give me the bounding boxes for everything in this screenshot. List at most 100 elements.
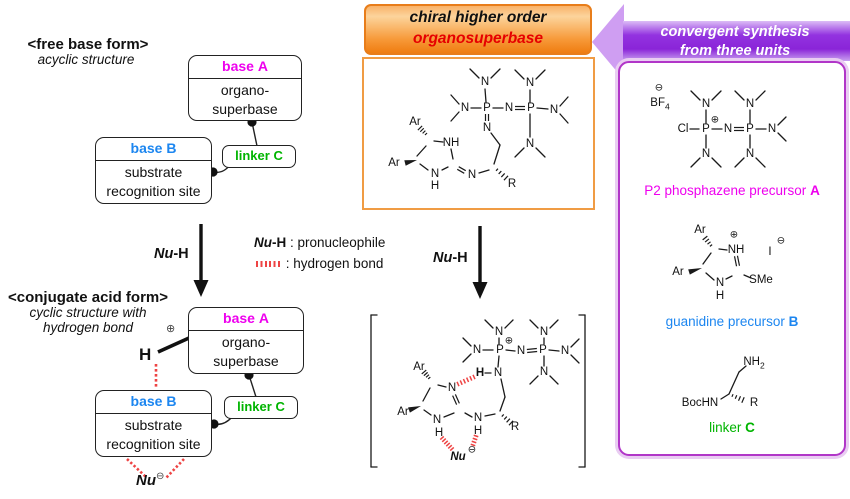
svg-text:N: N bbox=[550, 104, 558, 116]
svg-text:P: P bbox=[539, 344, 547, 356]
center-arrow-label: Nu-H bbox=[433, 250, 468, 266]
svg-text:P: P bbox=[527, 102, 535, 114]
arrow-head bbox=[592, 4, 624, 80]
svg-text:P: P bbox=[746, 123, 754, 135]
svg-text:⊖: ⊖ bbox=[777, 236, 785, 247]
svg-text:⊕: ⊕ bbox=[730, 230, 738, 241]
base-b-header: base B bbox=[96, 138, 211, 161]
svg-text:R: R bbox=[511, 421, 519, 433]
proton-bond bbox=[157, 336, 190, 354]
svg-text:P: P bbox=[496, 344, 504, 356]
svg-text:Ar: Ar bbox=[413, 361, 425, 373]
svg-text:N: N bbox=[724, 123, 732, 135]
svg-text:N: N bbox=[702, 98, 710, 110]
conj-base-a-box: base A organo-superbase bbox=[188, 307, 304, 374]
free-base-subheading: acyclic structure bbox=[37, 52, 135, 67]
svg-text:N: N bbox=[526, 138, 534, 150]
svg-text:⊖: ⊖ bbox=[468, 445, 476, 456]
left-down-arrow bbox=[193, 224, 209, 297]
svg-text:BF4: BF4 bbox=[650, 97, 670, 112]
svg-text:⊕: ⊕ bbox=[505, 336, 513, 347]
svg-text:BocHN: BocHN bbox=[682, 397, 718, 409]
plus-charge: ⊕ bbox=[166, 323, 176, 335]
svg-text:N: N bbox=[526, 77, 534, 89]
svg-text:N: N bbox=[517, 345, 525, 357]
synthesis-arrow-line2: from three units bbox=[679, 43, 791, 59]
header-line2: organosuperbase bbox=[412, 30, 544, 47]
organosuperbase-header: chiral higher order organosuperbase bbox=[364, 4, 592, 55]
svg-text:P: P bbox=[483, 102, 491, 114]
center-down-arrow bbox=[472, 226, 488, 299]
svg-text:N: N bbox=[448, 382, 456, 394]
svg-text:N: N bbox=[561, 345, 569, 357]
three-units-panel bbox=[618, 61, 846, 456]
svg-text:N: N bbox=[746, 148, 754, 160]
base-a-body: organo-superbase bbox=[213, 334, 279, 369]
svg-text:N: N bbox=[505, 102, 513, 114]
svg-text:I: I bbox=[768, 246, 771, 258]
svg-text:Ar: Ar bbox=[694, 224, 706, 236]
svg-text:NH2: NH2 bbox=[743, 356, 765, 371]
precursor-a-label: P2 phosphazene precursor A bbox=[644, 183, 820, 198]
svg-text:R: R bbox=[508, 178, 516, 190]
header-line1: chiral higher order bbox=[409, 9, 547, 26]
svg-text:N: N bbox=[468, 169, 476, 181]
hydrogen-bond-line bbox=[165, 458, 185, 479]
svg-text:NH: NH bbox=[443, 137, 460, 149]
free-linker-c-box: linker C bbox=[222, 145, 296, 168]
svg-text:N: N bbox=[746, 98, 754, 110]
synthesis-arrow-text: convergent synthesis from three units bbox=[622, 23, 848, 61]
linker-c-label: linker C bbox=[709, 420, 755, 435]
left-arrow-label: Nu-H bbox=[154, 246, 189, 262]
svg-text:N: N bbox=[433, 414, 441, 426]
proton-label: H bbox=[139, 345, 152, 364]
base-a-body: organo-superbase bbox=[212, 82, 278, 117]
nucleophile-anion: Nu⊖ bbox=[136, 471, 165, 489]
svg-text:N: N bbox=[461, 102, 469, 114]
svg-text:H: H bbox=[716, 290, 724, 302]
svg-text:SMe: SMe bbox=[749, 274, 773, 286]
hydrogen-bond-swatch bbox=[256, 261, 282, 268]
arrow-body bbox=[623, 21, 850, 61]
svg-text:Ar: Ar bbox=[397, 406, 409, 418]
conj-linker-c-box: linker C bbox=[224, 396, 298, 419]
base-a-header: base A bbox=[189, 56, 301, 79]
svg-text:Nu: Nu bbox=[450, 451, 465, 463]
svg-text:H: H bbox=[474, 425, 482, 437]
base-b-header: base B bbox=[96, 391, 211, 414]
base-a-header: base A bbox=[189, 308, 303, 331]
svg-text:Ar: Ar bbox=[672, 266, 684, 278]
svg-text:N: N bbox=[495, 326, 503, 338]
svg-text:⊖: ⊖ bbox=[655, 83, 663, 94]
svg-text:H: H bbox=[435, 427, 443, 439]
svg-text:P: P bbox=[702, 123, 710, 135]
svg-text:N: N bbox=[768, 123, 776, 135]
convergent-synthesis-arrow bbox=[592, 4, 850, 80]
svg-text:N: N bbox=[540, 366, 548, 378]
precursor-b-label: guanidine precursor B bbox=[665, 314, 799, 329]
free-base-heading: <free base form> bbox=[27, 36, 149, 53]
svg-text:N: N bbox=[702, 148, 710, 160]
legend-hydrogen-bond: : hydrogen bond bbox=[256, 256, 383, 271]
svg-text:Cl: Cl bbox=[678, 123, 689, 135]
svg-text:Ar: Ar bbox=[388, 157, 400, 169]
free-base-a-box: base A organo-superbase bbox=[188, 55, 302, 121]
svg-text:N: N bbox=[716, 277, 724, 289]
svg-text:R: R bbox=[750, 397, 758, 409]
svg-text:H: H bbox=[431, 180, 439, 192]
svg-text:Ar: Ar bbox=[409, 116, 421, 128]
synthesis-arrow-line1: convergent synthesis bbox=[660, 24, 810, 40]
svg-text:N: N bbox=[473, 344, 481, 356]
